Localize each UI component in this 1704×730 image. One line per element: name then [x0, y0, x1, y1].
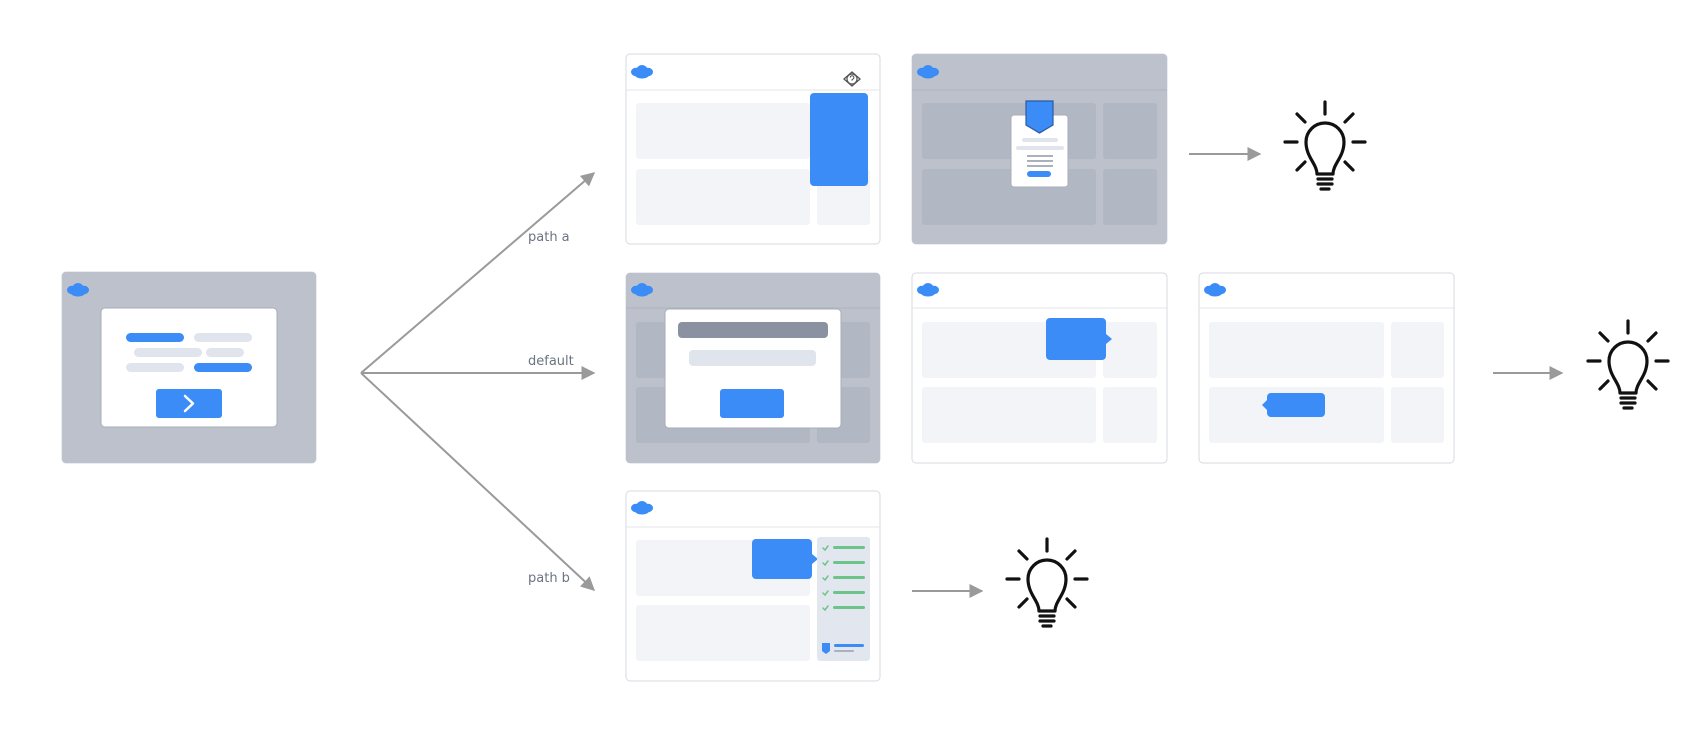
welcome-modal — [100, 307, 278, 428]
start-screen — [61, 271, 317, 464]
screen-help-popover — [625, 53, 881, 245]
tooltip-bubble — [752, 539, 812, 579]
lightbulb-icon — [1586, 319, 1670, 410]
arrow-path-a — [360, 172, 596, 374]
branch-arrows — [360, 172, 596, 591]
path-b-label: path b — [528, 571, 570, 586]
bookmark-badge-icon — [1025, 100, 1054, 134]
screen-checklist-panel — [625, 490, 881, 682]
checklist-panel — [817, 537, 870, 661]
modal-action-button — [720, 389, 784, 418]
screen-default-modal — [625, 272, 881, 464]
chevron-right-icon — [183, 394, 195, 413]
screen-tooltip-step-1 — [911, 272, 1168, 464]
arrow-path-b — [360, 372, 596, 591]
screen-badge-modal — [911, 53, 1168, 245]
lightbulb-icon — [1283, 100, 1367, 191]
tooltip-bubble — [1267, 393, 1325, 417]
default-label: default — [528, 354, 574, 369]
checkmark-icon — [822, 545, 829, 612]
tooltip-bubble — [1046, 318, 1106, 360]
next-button — [156, 389, 222, 418]
lightbulb-icon — [1005, 537, 1089, 628]
help-popover — [810, 93, 868, 186]
screen-tooltip-step-2 — [1198, 272, 1455, 464]
question-mark-icon — [843, 71, 861, 87]
path-a-label: path a — [528, 230, 570, 245]
